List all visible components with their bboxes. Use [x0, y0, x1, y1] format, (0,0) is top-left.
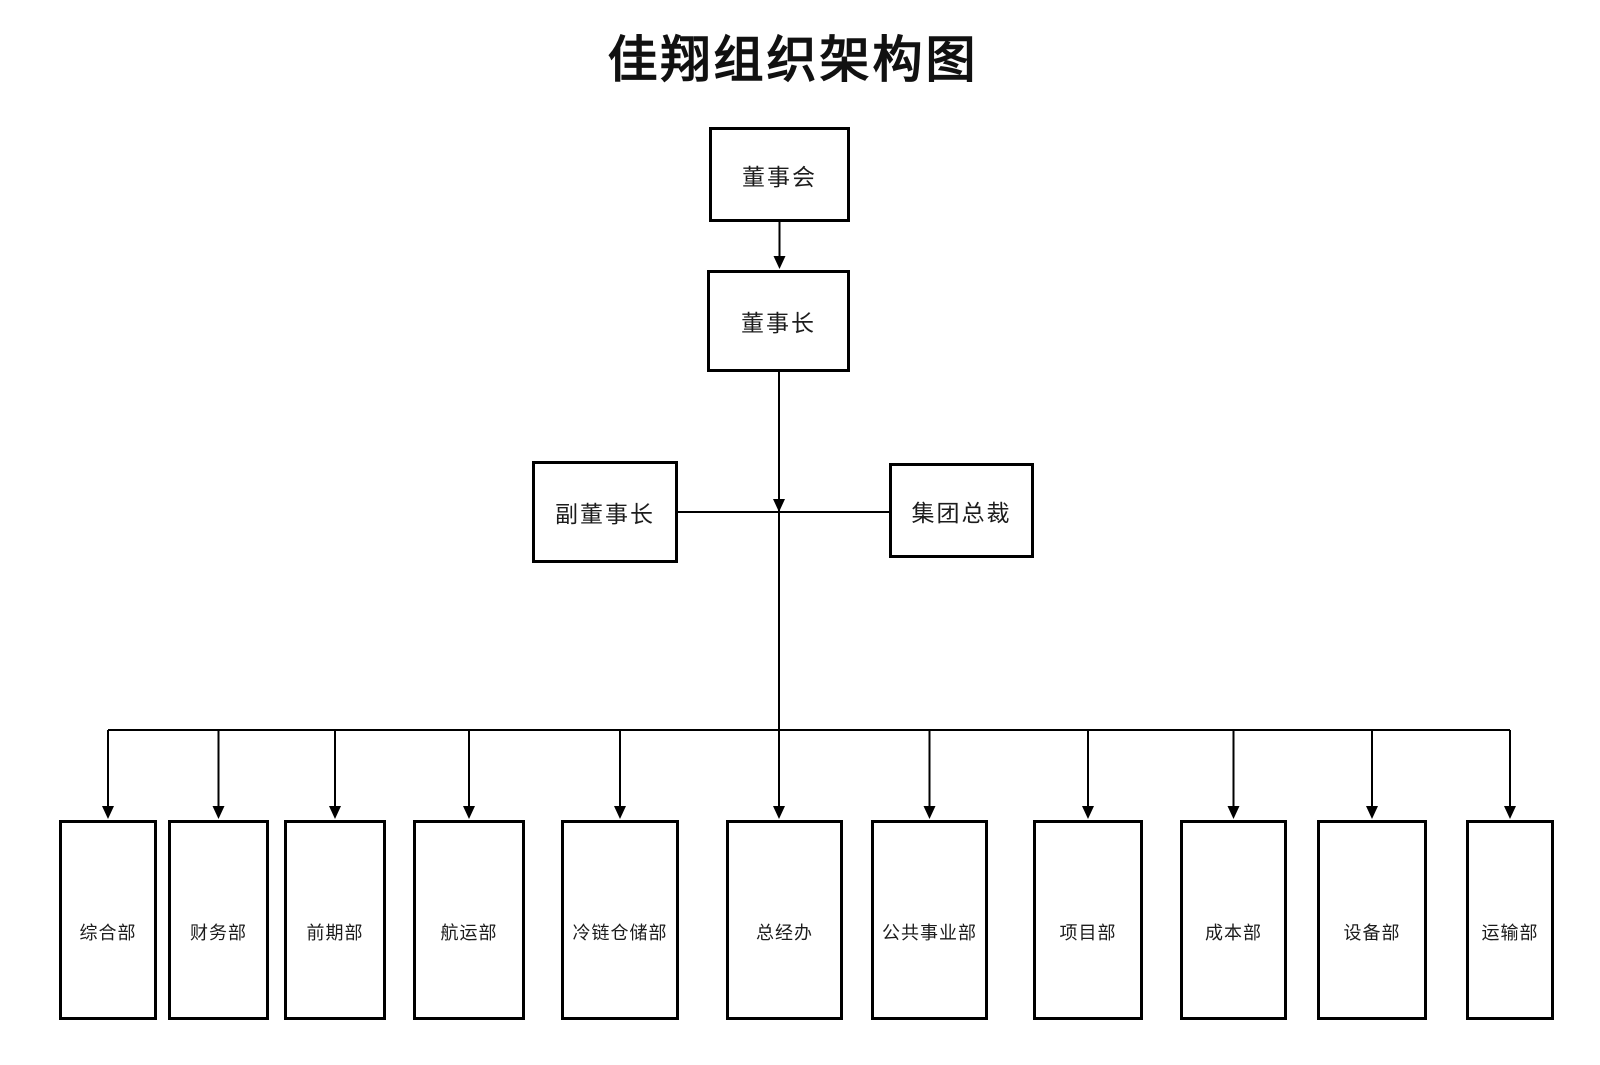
org-node-label: 总经办	[756, 923, 813, 943]
org-node-cost-dept: 成本部	[1180, 820, 1287, 1020]
org-node-label: 副董事长	[555, 502, 655, 527]
org-node-label: 冷链仓储部	[572, 923, 668, 943]
org-node-preliminary-dept: 前期部	[284, 820, 386, 1020]
org-node-label: 成本部	[1205, 923, 1262, 943]
org-node-label: 董事会	[742, 164, 817, 190]
chart-title: 佳翔组织架构图	[607, 32, 979, 88]
org-node-label: 集团总裁	[911, 500, 1012, 526]
org-node-project-dept: 项目部	[1033, 820, 1143, 1020]
org-node-finance-dept: 财务部	[168, 820, 269, 1020]
org-node-group-president: 集团总裁	[889, 463, 1034, 558]
org-node-vice-chairman: 副董事长	[532, 461, 678, 563]
org-node-cold-chain-warehouse-dept: 冷链仓储部	[561, 820, 679, 1020]
org-node-transportation-dept: 运输部	[1466, 820, 1554, 1020]
org-node-label: 财务部	[190, 923, 247, 943]
org-node-label: 设备部	[1343, 923, 1401, 943]
org-node-label: 项目部	[1059, 923, 1117, 943]
org-node-label: 航运部	[440, 923, 498, 943]
org-node-label: 董事长	[741, 311, 816, 336]
org-node-label: 运输部	[1481, 923, 1539, 943]
org-node-label: 前期部	[306, 923, 364, 943]
org-node-general-manager-office: 总经办	[726, 820, 843, 1020]
org-node-label: 综合部	[79, 923, 137, 943]
org-node-shipping-dept: 航运部	[413, 820, 525, 1020]
org-node-general-affairs-dept: 综合部	[59, 820, 157, 1020]
org-node-board-of-directors: 董事会	[709, 127, 850, 222]
org-node-label: 公共事业部	[882, 923, 977, 943]
org-node-equipment-dept: 设备部	[1317, 820, 1427, 1020]
org-node-chairman: 董事长	[707, 270, 850, 372]
org-node-public-utilities-dept: 公共事业部	[871, 820, 988, 1020]
